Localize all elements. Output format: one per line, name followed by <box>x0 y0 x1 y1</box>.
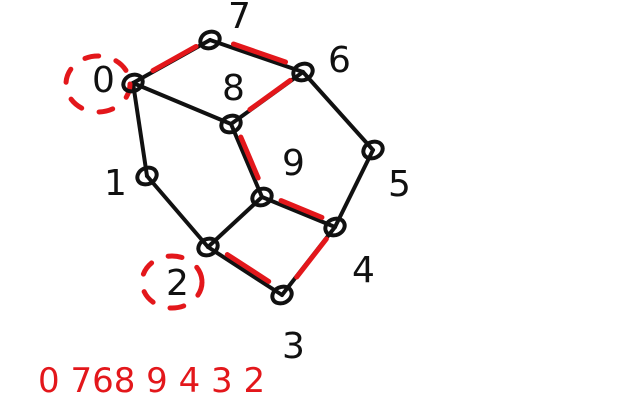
edge-0-1 <box>131 81 149 178</box>
circled-marker-0 <box>63 53 133 115</box>
path-sequence-text: 0 768 9 4 3 2 <box>38 361 265 400</box>
node-label-2: 2 <box>166 263 189 304</box>
node-label-7: 7 <box>228 0 251 37</box>
node-label-4: 4 <box>352 250 375 291</box>
highlight-edge-8-9 <box>238 134 261 181</box>
highlight-edge-3-2 <box>224 252 272 284</box>
node-label-6: 6 <box>328 40 351 81</box>
node-3 <box>270 284 294 306</box>
edge-9-4 <box>260 195 337 229</box>
highlight-edge-4-3 <box>294 236 329 280</box>
node-2 <box>196 236 220 258</box>
node-7 <box>198 29 222 51</box>
highlight-edge-9-4 <box>278 198 325 220</box>
node-label-5: 5 <box>388 164 411 205</box>
edge-5-4 <box>333 148 375 229</box>
node-6 <box>291 61 315 83</box>
edge-7-6 <box>208 38 305 74</box>
edge-3-2 <box>206 245 284 297</box>
node-5 <box>361 139 385 161</box>
node-9 <box>250 186 274 208</box>
node-8 <box>219 113 243 135</box>
highlight-edge-7-6 <box>230 41 289 65</box>
highlight-edge-6-8 <box>247 77 293 113</box>
node-4 <box>323 216 347 238</box>
nodes-layer <box>121 29 385 306</box>
node-0 <box>121 72 145 94</box>
edge-0-8 <box>131 81 233 126</box>
edge-1-2 <box>145 174 210 249</box>
node-label-1: 1 <box>104 163 127 204</box>
node-label-9: 9 <box>282 143 305 184</box>
node-labels-layer: 0 1 2 3 4 5 6 7 89 <box>92 0 411 367</box>
node-label-0: 0 <box>92 60 115 101</box>
node-label-8: 8 <box>222 68 245 109</box>
highlight-edge-0-7 <box>150 43 199 74</box>
edges-layer <box>131 38 375 297</box>
edge-2-9 <box>206 195 264 249</box>
node-label-3: 3 <box>282 326 305 367</box>
node-1 <box>135 165 159 187</box>
edge-8-9 <box>229 122 264 199</box>
circled-marker-2 <box>139 253 205 311</box>
edge-6-5 <box>301 70 375 152</box>
circled-node-markers <box>63 53 205 311</box>
